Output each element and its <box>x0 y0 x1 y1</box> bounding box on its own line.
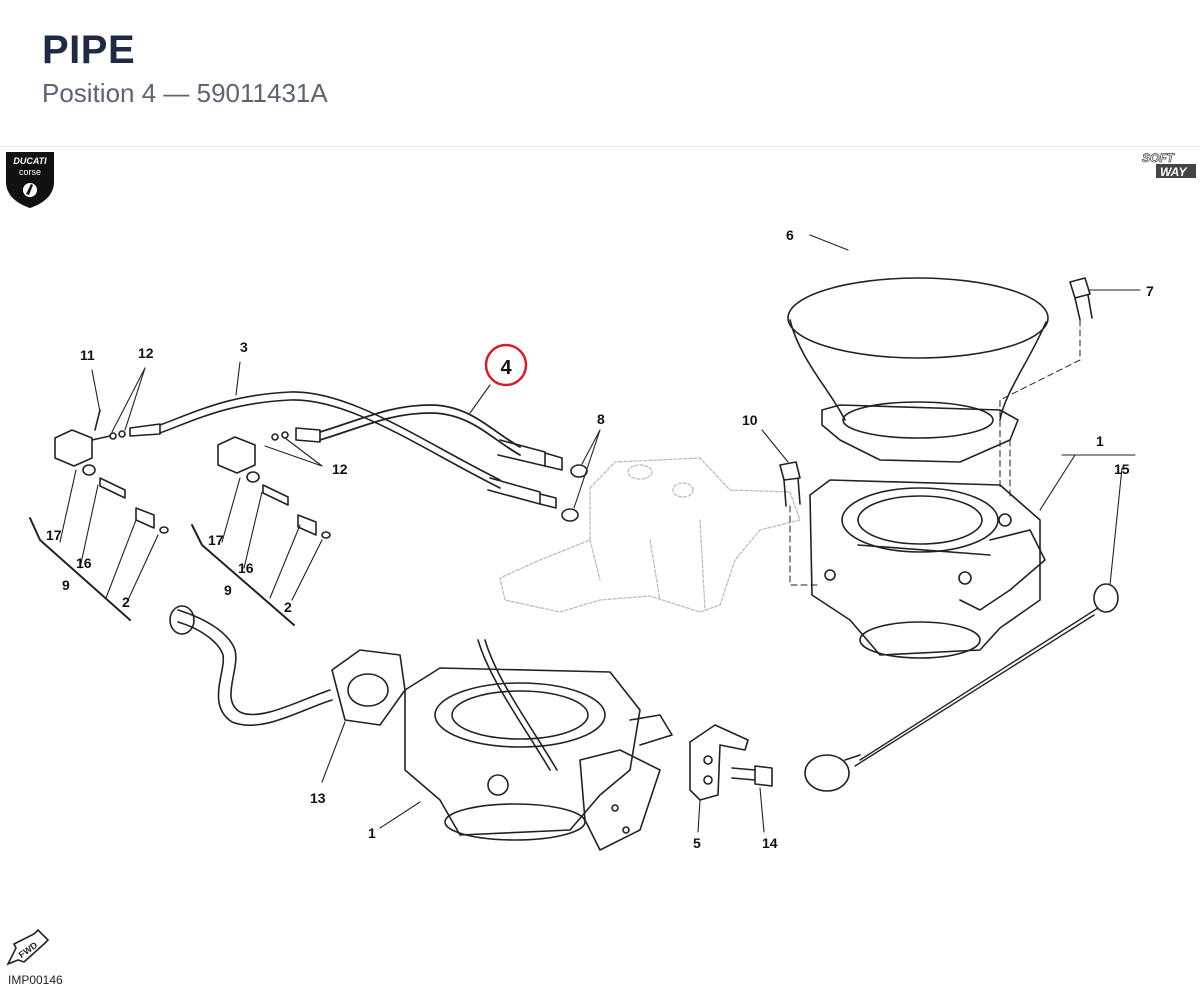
softway-logo-text-bottom: WAY <box>1160 165 1187 179</box>
callout-14: 14 <box>762 835 778 851</box>
callout-1b: 1 <box>368 825 376 841</box>
fitting-group-left <box>29 409 169 621</box>
callout-17b: 17 <box>208 532 224 548</box>
callout-4[interactable]: 4 <box>500 357 512 379</box>
callout-16a: 16 <box>76 555 92 571</box>
callout-13: 13 <box>310 790 326 806</box>
callout-7: 7 <box>1146 283 1154 299</box>
callout-2b: 2 <box>284 599 292 615</box>
callout-3: 3 <box>240 339 248 355</box>
callout-17a: 17 <box>46 527 62 543</box>
bolt-10 <box>779 461 801 507</box>
callout-12a: 12 <box>138 345 154 361</box>
pipe-lower <box>169 605 333 727</box>
callout-5: 5 <box>693 835 701 851</box>
throttle-body-lower <box>404 639 673 851</box>
callout-6: 6 <box>786 227 794 243</box>
pipe-3 <box>129 391 557 509</box>
frame-bracket-ghost <box>499 457 801 613</box>
callout-10: 10 <box>742 412 758 428</box>
assembly-dashed-lines <box>789 319 1081 586</box>
callout-9a: 9 <box>62 577 70 593</box>
diagram-code: IMP00146 <box>8 973 63 987</box>
highlight-circle-4[interactable] <box>484 343 528 387</box>
leader-lines <box>59 234 1141 833</box>
washer-8b <box>561 508 579 522</box>
page-title: PIPE <box>42 28 136 72</box>
corse-logo-text: corse <box>19 167 41 177</box>
forward-arrow-icon: FWD <box>6 928 50 966</box>
callout-15: 15 <box>1114 461 1130 477</box>
washer-8a <box>570 464 588 478</box>
callout-labels: 11 12 3 8 12 17 16 9 2 17 16 9 2 6 7 10 … <box>46 227 1154 851</box>
softway-logo-text-top: SOFT <box>1142 151 1176 165</box>
callout-16b: 16 <box>238 560 254 576</box>
exploded-parts-diagram: 4 11 12 3 8 12 17 16 9 2 17 16 9 2 6 7 1… <box>29 227 1154 851</box>
callout-11: 11 <box>80 347 95 363</box>
pipe-4-highlighted <box>295 404 563 471</box>
bolt-14 <box>731 765 773 787</box>
throttle-body-upper <box>809 479 1046 659</box>
linkage-rod-15 <box>804 583 1119 792</box>
ducati-logo-text: DUCATI <box>13 156 47 166</box>
page-subtitle: Position 4 — 59011431A <box>42 78 328 108</box>
callout-12b: 12 <box>332 461 348 477</box>
bolt-7 <box>1069 277 1093 321</box>
bracket-5 <box>689 724 749 801</box>
callout-9b: 9 <box>224 582 232 598</box>
callout-2a: 2 <box>122 594 130 610</box>
softway-logo: SOFT WAY <box>1142 151 1196 179</box>
callout-8: 8 <box>597 411 605 427</box>
ducati-corse-logo: DUCATI corse <box>6 152 54 208</box>
intake-funnel-6 <box>787 277 1049 463</box>
sensor-13 <box>331 649 406 726</box>
page-header: PIPE Position 4 — 59011431A <box>0 0 1200 147</box>
fitting-group-middle <box>191 431 331 626</box>
callout-1a: 1 <box>1096 433 1104 449</box>
